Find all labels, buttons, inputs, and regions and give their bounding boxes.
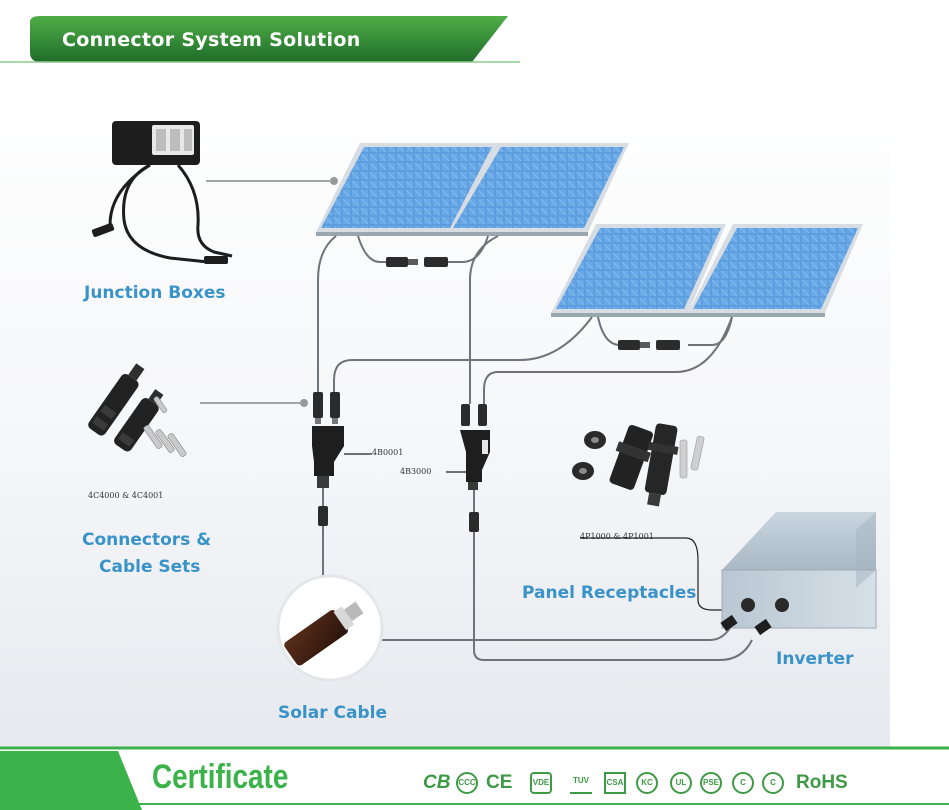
junction-boxes-label: Junction Boxes: [84, 283, 226, 303]
junction-box-icon: [91, 121, 233, 264]
connectors-label-line2: Cable Sets: [99, 557, 201, 577]
solar-cable-label: Solar Cable: [278, 703, 387, 723]
interconnect-connector-icon: [386, 257, 680, 350]
header-banner: [30, 16, 508, 62]
footer-accent: [0, 751, 142, 810]
kc-mark-icon: KC: [636, 772, 658, 794]
tuv-mark-icon: TUV: [570, 772, 592, 794]
ccc-mark-icon: CCC: [456, 772, 478, 794]
connector-set-part-number: 4C4000 & 4C4001: [88, 491, 164, 500]
inverter-label: Inverter: [776, 649, 854, 669]
connector-pair-icon: [88, 363, 187, 457]
solar-panel-icon: [448, 143, 629, 236]
c-mark-icon: C: [732, 772, 754, 794]
receptacle-set-icon: [572, 423, 705, 507]
panel-receptacles-label: Panel Receptacles: [522, 583, 697, 603]
pse-mark-icon: PSE: [700, 772, 722, 794]
y-branch-part-number: 4B0001: [372, 448, 404, 457]
cable-cross-section-icon: [276, 574, 384, 682]
solar-panel-icon: [688, 224, 863, 317]
solar-panel-icon: [316, 143, 497, 236]
rohs-mark: RoHS: [796, 772, 848, 793]
connectors-label-line1: Connectors &: [82, 530, 212, 550]
ce-mark: CE: [486, 772, 513, 793]
cb-mark: CB: [423, 772, 451, 793]
page-title: Connector System Solution: [62, 29, 361, 51]
y-branch-connector-icon: [312, 392, 344, 526]
y-branch-fuse-connector-icon: [460, 404, 490, 532]
vde-mark-icon: VDE: [530, 772, 552, 794]
ul-mark-icon: UL: [670, 772, 692, 794]
certificate-heading: Certificate: [152, 758, 289, 796]
csa-mark-icon: CSA: [604, 772, 626, 794]
receptacle-part-number: 4P1000 & 4P1001: [580, 532, 654, 541]
y-branch-fuse-part-number: 4B3000: [400, 467, 432, 476]
cable-network: [317, 235, 753, 661]
inverter-icon: [720, 512, 877, 636]
solar-panel-icon: [551, 224, 726, 317]
c-ul-mark-icon: C: [762, 772, 784, 794]
